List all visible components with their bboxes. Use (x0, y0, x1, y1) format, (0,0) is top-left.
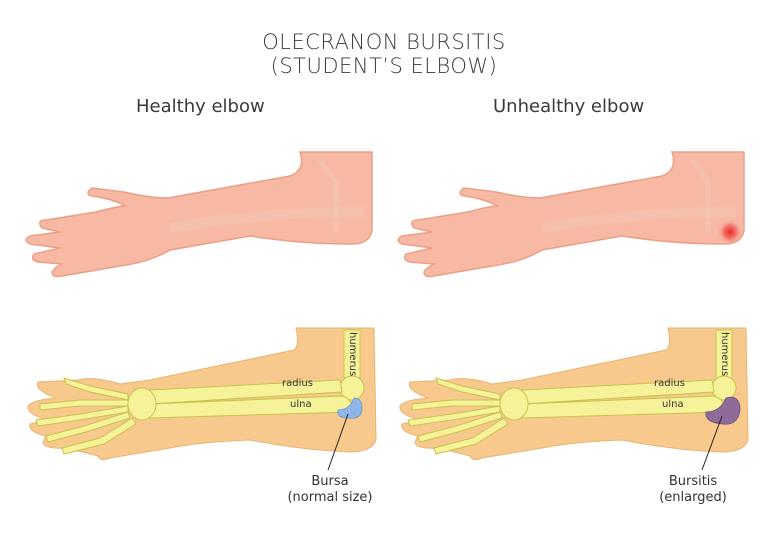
label-ulna-healthy: ulna (290, 399, 312, 410)
label-radius-unhealthy: radius (654, 378, 685, 389)
unhealthy-arm-anatomy (399, 327, 749, 471)
healthy-arm-anatomy (27, 327, 377, 471)
label-humerus-unhealthy: humerus (719, 332, 730, 377)
bursitis-pointer-line (701, 415, 723, 471)
callout-bursa: Bursa (normal size) (280, 474, 380, 506)
title-line-1: OLECRANON BURSITIS (262, 30, 506, 54)
bursa-enlarged (705, 396, 741, 425)
callout-bursitis-title: Bursitis (668, 474, 718, 489)
unhealthy-arm-illustration (398, 152, 744, 277)
bursa-pointer-line (327, 413, 349, 471)
healthy-arm-illustration (26, 152, 372, 277)
heading-healthy-elbow: Healthy elbow (136, 96, 265, 117)
label-radius-healthy: radius (282, 378, 313, 389)
label-ulna-unhealthy: ulna (662, 399, 684, 410)
callout-bursitis: Bursitis (enlarged) (648, 474, 738, 506)
bursa-normal (337, 397, 363, 419)
label-humerus-healthy: humerus (347, 332, 358, 377)
inflammation-spot (717, 219, 743, 245)
title-line-2: (STUDENT’S ELBOW) (270, 54, 498, 78)
callout-bursa-subtitle: (normal size) (287, 490, 373, 505)
heading-unhealthy-elbow: Unhealthy elbow (493, 96, 645, 117)
callout-bursa-title: Bursa (311, 474, 349, 489)
callout-bursitis-subtitle: (enlarged) (659, 490, 727, 505)
